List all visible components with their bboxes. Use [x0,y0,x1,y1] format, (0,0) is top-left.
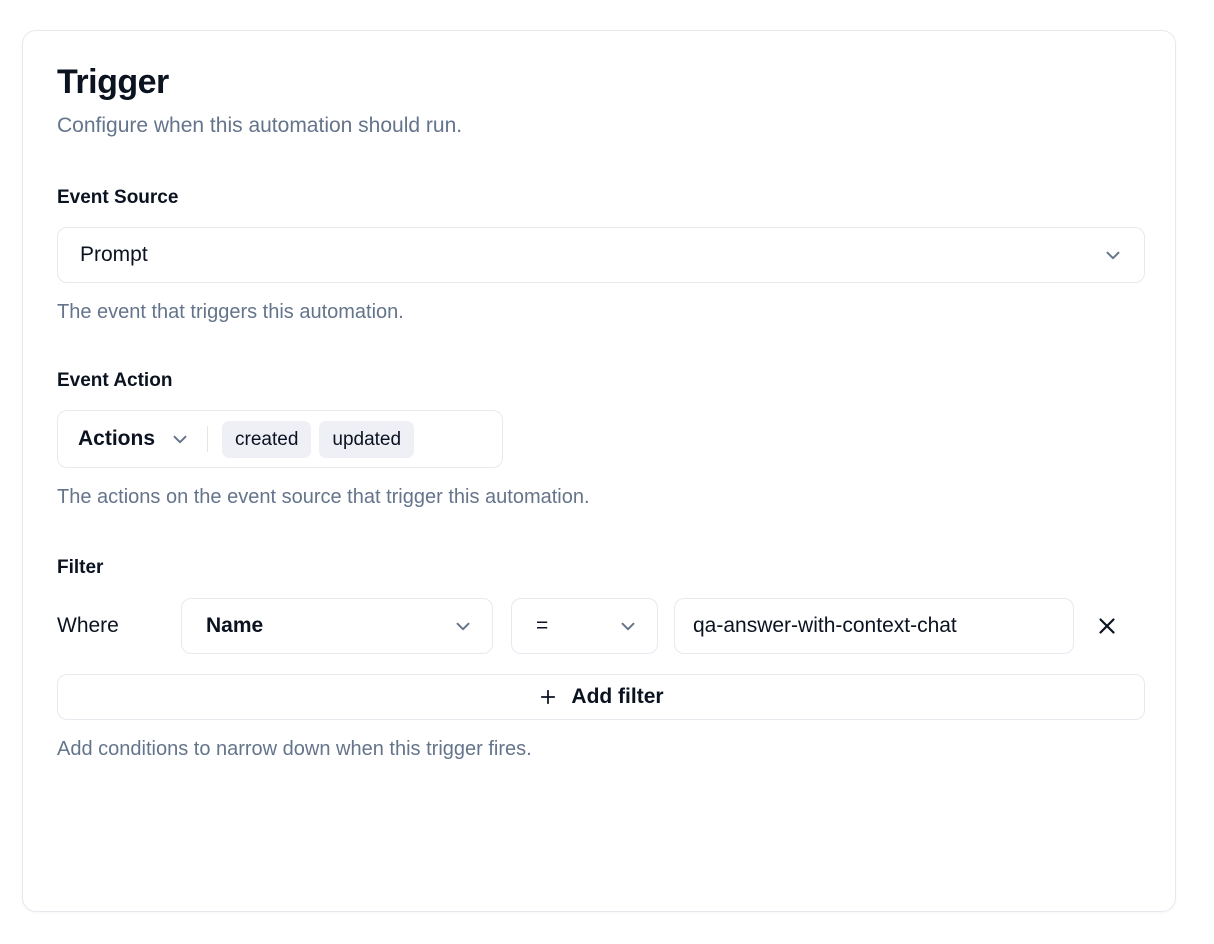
filter-value-input[interactable]: qa-answer-with-context-chat [674,598,1074,654]
filter-field-value: Name [206,614,264,637]
filter-help: Add conditions to narrow down when this … [57,738,532,760]
event-action-dropdown[interactable]: Actions [78,427,207,451]
event-action-control[interactable]: Actions created updated [57,410,503,468]
selected-actions-list: created updated [222,420,415,458]
chevron-down-icon [452,615,474,637]
remove-filter-button[interactable] [1090,609,1124,643]
where-label: Where [57,614,119,637]
page-subtitle: Configure when this automation should ru… [57,114,463,137]
divider [207,426,209,452]
event-source-label: Event Source [57,187,179,208]
event-action-help: The actions on the event source that tri… [57,486,590,508]
add-filter-button[interactable]: Add filter [57,674,1145,720]
page-title: Trigger [57,63,169,101]
close-icon [1095,614,1119,638]
filter-row: Where Name = [57,598,1141,654]
filter-operator-value: = [536,614,549,637]
filter-operator-select[interactable]: = [511,598,658,654]
event-source-value: Prompt [80,243,148,266]
filter-label: Filter [57,557,104,578]
trigger-card: Trigger Configure when this automation s… [22,30,1176,912]
event-source-select[interactable]: Prompt [57,227,1145,283]
event-action-dropdown-label: Actions [78,427,156,450]
filter-field-select[interactable]: Name [181,598,493,654]
chevron-down-icon [617,615,639,637]
filter-value-text: qa-answer-with-context-chat [693,614,957,637]
event-source-section: Event Source Prompt The event that trigg… [57,186,1145,325]
add-filter-label: Add filter [571,685,664,708]
action-pill-updated[interactable]: updated [319,420,415,458]
event-source-help: The event that triggers this automation. [57,301,404,323]
action-pill-created[interactable]: created [222,420,312,458]
chevron-down-icon [1102,244,1124,266]
plus-icon [538,687,558,707]
chevron-down-icon [169,428,191,450]
filter-section: Filter Where Name = [57,556,1145,762]
event-action-section: Event Action Actions created updated [57,369,1141,510]
event-action-label: Event Action [57,370,173,391]
